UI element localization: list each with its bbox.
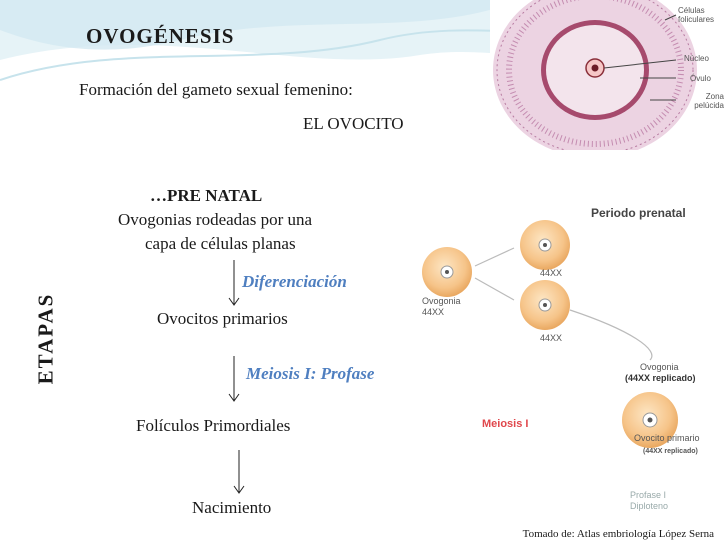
diagram-title: Periodo prenatal (591, 206, 686, 220)
etapas-side-label: ETAPAS (33, 292, 58, 385)
label-ovogonia: Ovogonia (422, 296, 461, 306)
prenatal-line-1: Ovogonias rodeadas por una (118, 210, 313, 229)
label-meiosis-i: Meiosis I (482, 418, 529, 430)
label-ovogonia-2: Ovogonia (640, 362, 679, 372)
source-credit: Tomado de: Atlas embriología López Serna (522, 528, 714, 540)
label-diploteno: Diploteno (630, 501, 669, 511)
label-chrom-a: 44XX (540, 268, 563, 278)
label-celulas-foliculares: Células foliculares (678, 6, 715, 24)
stage-nacimiento: Nacimiento (192, 498, 272, 517)
label-ovulo: Óvulo (690, 74, 711, 83)
ovum-illustration (490, 0, 728, 150)
prenatal-heading: …PRE NATAL (150, 186, 263, 205)
label-ovocito-primario: Ovocito primario (634, 433, 700, 443)
arrow-3 (233, 450, 245, 494)
label-nucleo: Núcleo (684, 54, 709, 63)
transition-meiosis-profase: Meiosis I: Profase (246, 364, 375, 383)
stage-foliculos-primordiales: Folículos Primordiales (136, 416, 291, 435)
label-ovocito-chrom: (44XX replicado) (643, 448, 698, 455)
page-subtitle: Formación del gameto sexual femenino: (79, 80, 353, 99)
prenatal-line-2: capa de células planas (145, 234, 296, 253)
arrow-2 (228, 356, 240, 402)
label-chrom-b: 44XX (540, 333, 563, 343)
page-title: OVOGÉNESIS (86, 24, 235, 48)
page-subtitle-2: EL OVOCITO (303, 114, 404, 133)
transition-diferenciacion: Diferenciación (242, 272, 347, 291)
label-ovogonia-2-chrom: (44XX replicado) (625, 373, 696, 383)
arrow-1 (228, 260, 240, 306)
prenatal-diagram (410, 200, 728, 524)
label-zona-pelucida: Zona pelúcida (694, 92, 724, 110)
stage-ovocitos-primarios: Ovocitos primarios (157, 309, 288, 328)
label-ovogonia-chrom: 44XX (422, 307, 445, 317)
label-profase-1: Profase I (630, 490, 667, 500)
